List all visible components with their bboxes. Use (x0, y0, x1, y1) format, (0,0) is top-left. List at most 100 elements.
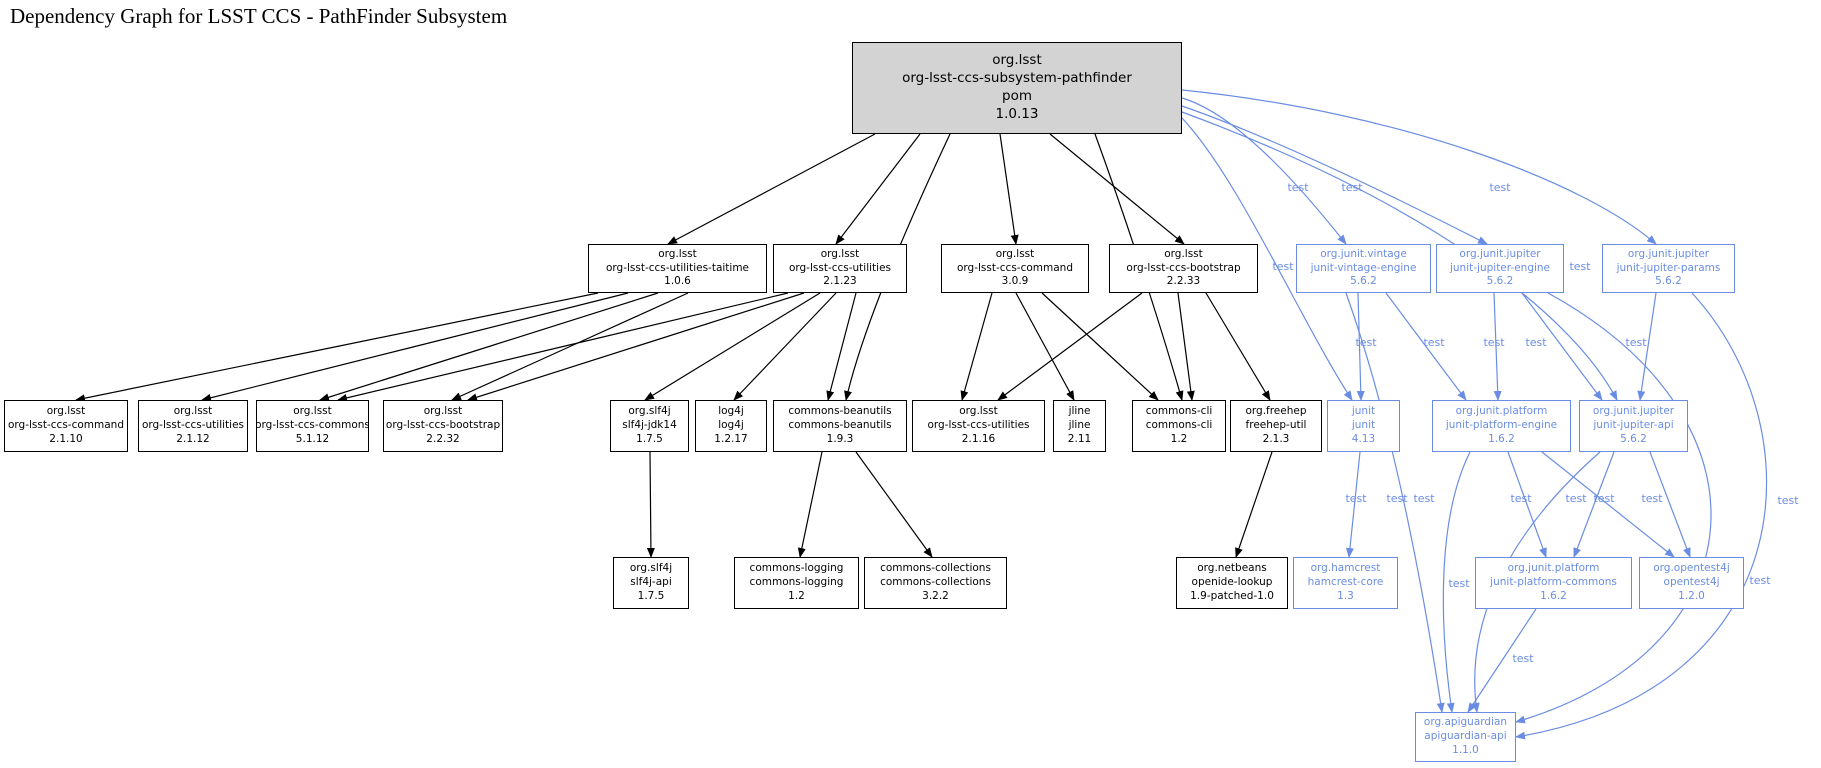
edge-taitime-boot2232 (451, 292, 689, 401)
node-text-line: 1.6.2 (1540, 589, 1567, 602)
node-text-line: commons-beanutils (788, 419, 892, 432)
edge-label-platformengine-apiguardian: test (1413, 492, 1435, 505)
node-text-line: commons-cli (1145, 419, 1213, 432)
node-text-line: log4j (718, 405, 744, 418)
edge-platformcommons-apiguardian (1467, 608, 1537, 713)
edge-util223-boot2232 (467, 292, 805, 402)
node-text-line: commons-cli (1145, 405, 1213, 418)
node-text-line: 1.1.0 (1452, 743, 1479, 756)
edge-root-cmd309 (999, 133, 1019, 245)
edge-root-taitime (667, 133, 876, 245)
node-text-line: commons-beanutils (788, 405, 892, 418)
edge-junit413-hamcrest (1345, 451, 1361, 558)
edge-label-jengine-platformengine: test (1483, 336, 1505, 349)
edge-freehep-netbeans (1235, 451, 1273, 558)
edge-label-platformengine-opentest4j: test (1565, 492, 1587, 505)
node-text-line: org.lsst (423, 405, 463, 418)
edge-label-jparams-japi: test (1625, 336, 1647, 349)
node-text-line: junit-vintage-engine (1310, 261, 1417, 274)
edge-vintage-platformengine (1385, 292, 1467, 401)
node-text-line: 1.7.5 (637, 589, 665, 602)
node-text-line: org.junit.jupiter (1592, 405, 1675, 418)
node-text-line: 2.1.23 (823, 275, 857, 288)
node-text-line: pom (1002, 88, 1032, 104)
edge-cmd309-commonscli (1041, 292, 1159, 401)
node-text-line: org-lsst-ccs-utilities (788, 261, 892, 274)
edge-label-root-jengine: test (1341, 181, 1363, 194)
edge-label-platformengine-platformcommons: test (1510, 492, 1532, 505)
node-text-line: 3.0.9 (1001, 275, 1029, 288)
edge-boot2233-freehep (1205, 292, 1271, 401)
node-text-line: org.apiguardian (1423, 716, 1508, 729)
node-text-line: org.junit.platform (1507, 562, 1600, 575)
node-text-line: 5.6.2 (1655, 275, 1682, 288)
edge-label-japi-apiguardian: test (1448, 577, 1470, 590)
node-text-line: commons-logging (749, 562, 844, 575)
node-text-line: openide-lookup (1191, 576, 1273, 589)
edge-util223-log4j (733, 292, 837, 401)
edge-label-vintage-junit413: test (1355, 336, 1377, 349)
node-text-line: 1.3 (1337, 589, 1354, 602)
node-text-line: 1.0.6 (664, 275, 691, 288)
node-text-line: freehep-util (1245, 419, 1307, 432)
edge-beanutils-commonslogging (797, 451, 823, 558)
node-text-line: opentest4j (1663, 576, 1720, 589)
node-text-line: org-lsst-ccs-bootstrap (1126, 261, 1241, 274)
node-text-line: org.slf4j (628, 405, 671, 418)
node-text-line: 2.1.3 (1262, 432, 1290, 445)
node-text-line: 5.6.2 (1350, 275, 1377, 288)
node-text-line: org-lsst-ccs-commons (256, 419, 369, 432)
edge-jengine-japi (1521, 292, 1603, 401)
edge-jparams-apiguardian (1515, 292, 1768, 740)
edge-root-util223 (835, 133, 921, 245)
node-text-line: log4j (718, 419, 744, 432)
node-text-line: 1.2 (1170, 432, 1188, 445)
edge-root-junit413 (1181, 117, 1353, 401)
node-text-line: jline (1068, 405, 1091, 418)
graph-title: Dependency Graph for LSST CCS - PathFind… (10, 4, 508, 28)
edge-platformengine-opentest4j (1541, 451, 1675, 558)
node-text-line: org.freehep (1245, 405, 1307, 418)
node-text-line: junit-jupiter-engine (1449, 261, 1551, 274)
node-text-line: org.junit.jupiter (1627, 247, 1710, 260)
edge-boot2233-util2116 (997, 292, 1143, 401)
node-text-line: 2.2.33 (1166, 275, 1201, 288)
node-text-line: org-lsst-ccs-command (8, 419, 124, 432)
node-text-line: commons-collections (880, 562, 991, 575)
edge-cmd309-jline (1015, 292, 1075, 401)
edge-label-jengine-japi: test (1525, 336, 1547, 349)
node-text-line: org.lsst (992, 52, 1042, 69)
node-text-line: 2.1.10 (49, 432, 83, 445)
edge-label-root-jparams: test (1489, 181, 1511, 194)
edge-platformengine-platformcommons (1507, 451, 1547, 558)
node-text-line: org.junit.platform (1455, 405, 1548, 418)
node-text-line: org.netbeans (1197, 562, 1267, 575)
node-text-line: slf4j-jdk14 (622, 419, 677, 432)
edge-label-japi-platformcommons: test (1593, 492, 1615, 505)
edge-vintage-apiguardian (1345, 292, 1445, 713)
node-text-line: 1.2 (788, 589, 805, 602)
node-text-line: 5.6.2 (1620, 432, 1647, 445)
edge-label-root-japi: test (1569, 260, 1591, 273)
edge-taitime-cmd2110 (75, 292, 599, 403)
node-text-line: 2.2.32 (426, 432, 460, 445)
